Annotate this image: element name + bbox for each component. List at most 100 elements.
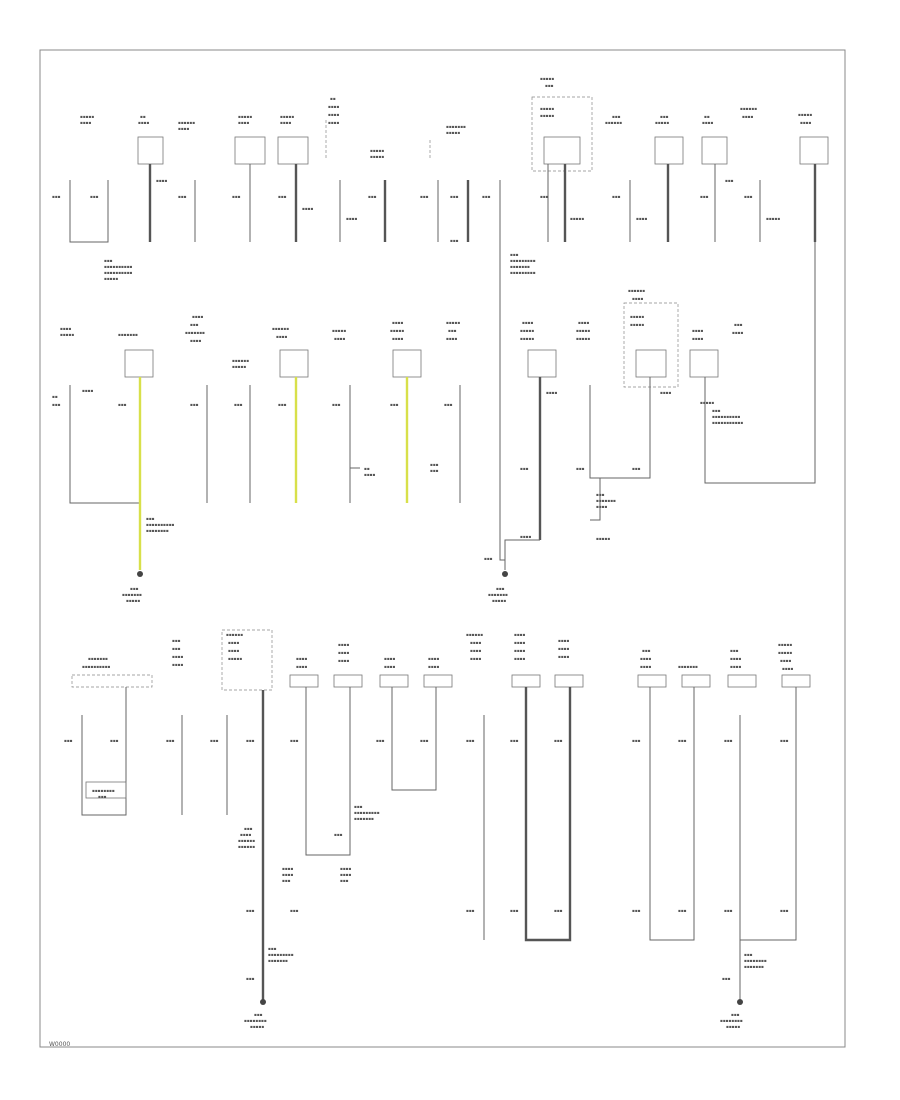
- svg-text:▪▪▪▪▪▪▪: ▪▪▪▪▪▪▪: [678, 664, 698, 669]
- svg-text:▪▪▪: ▪▪▪: [232, 194, 241, 199]
- svg-text:▪▪▪▪▪: ▪▪▪▪▪: [766, 216, 780, 221]
- svg-text:▪▪▪: ▪▪▪: [290, 908, 299, 913]
- component-box: [654, 136, 684, 165]
- svg-text:▪▪▪: ▪▪▪: [554, 738, 563, 743]
- svg-text:▪▪▪▪▪▪▪▪: ▪▪▪▪▪▪▪▪: [720, 1018, 743, 1023]
- svg-text:▪▪▪: ▪▪▪: [190, 322, 199, 327]
- svg-text:▪▪▪: ▪▪▪: [642, 648, 651, 653]
- svg-text:▪▪▪▪▪: ▪▪▪▪▪: [540, 113, 554, 118]
- component-box: [527, 349, 557, 378]
- svg-text:▪▪▪: ▪▪▪: [130, 586, 139, 591]
- svg-text:▪▪▪▪▪▪▪▪: ▪▪▪▪▪▪▪▪: [92, 788, 115, 793]
- svg-text:▪▪▪: ▪▪▪: [104, 258, 113, 263]
- ground-symbol: [502, 571, 508, 577]
- svg-text:▪▪▪: ▪▪▪: [540, 194, 549, 199]
- svg-text:▪▪▪▪▪: ▪▪▪▪▪: [630, 322, 644, 327]
- svg-text:▪▪▪▪▪▪▪▪▪: ▪▪▪▪▪▪▪▪▪: [354, 810, 380, 815]
- svg-text:▪▪▪: ▪▪▪: [632, 908, 641, 913]
- svg-text:▪▪▪: ▪▪▪: [354, 804, 363, 809]
- svg-text:▪▪▪: ▪▪▪: [545, 83, 554, 88]
- svg-text:▪▪▪▪: ▪▪▪▪: [338, 650, 350, 655]
- svg-text:▪▪▪▪▪▪: ▪▪▪▪▪▪: [232, 358, 249, 363]
- svg-text:▪▪▪▪▪▪▪▪: ▪▪▪▪▪▪▪▪: [146, 528, 169, 533]
- component-box: [511, 674, 541, 688]
- svg-text:▪▪▪▪▪▪▪▪▪▪▪: ▪▪▪▪▪▪▪▪▪▪▪: [712, 420, 743, 425]
- svg-text:▪▪▪: ▪▪▪: [278, 194, 287, 199]
- svg-text:▪▪▪: ▪▪▪: [172, 638, 181, 643]
- svg-text:▪▪▪: ▪▪▪: [146, 516, 155, 521]
- component-box: [333, 674, 363, 688]
- svg-text:▪▪▪: ▪▪▪: [482, 194, 491, 199]
- component-box: [689, 349, 719, 378]
- svg-text:▪▪▪▪: ▪▪▪▪: [280, 120, 292, 125]
- svg-text:▪▪▪: ▪▪▪: [244, 826, 253, 831]
- svg-text:▪▪▪▪▪▪▪▪▪▪: ▪▪▪▪▪▪▪▪▪▪: [104, 264, 133, 269]
- svg-text:▪▪▪▪: ▪▪▪▪: [82, 388, 94, 393]
- svg-text:▪▪▪▪: ▪▪▪▪: [282, 872, 294, 877]
- svg-text:▪▪▪▪▪: ▪▪▪▪▪: [126, 598, 140, 603]
- component-box: [234, 136, 266, 165]
- svg-text:▪▪▪: ▪▪▪: [466, 738, 475, 743]
- component-box: [85, 781, 127, 799]
- bottom-components: [71, 629, 811, 691]
- middle-components: [124, 302, 719, 388]
- svg-text:▪▪▪: ▪▪▪: [596, 492, 605, 497]
- svg-text:▪▪▪▪: ▪▪▪▪: [228, 648, 240, 653]
- svg-text:▪▪▪▪: ▪▪▪▪: [514, 648, 526, 653]
- svg-text:▪▪▪: ▪▪▪: [725, 178, 734, 183]
- svg-text:▪▪▪: ▪▪▪: [678, 738, 687, 743]
- svg-text:▪▪▪: ▪▪▪: [632, 738, 641, 743]
- svg-text:▪▪▪▪: ▪▪▪▪: [346, 216, 358, 221]
- svg-text:▪▪▪▪: ▪▪▪▪: [428, 656, 440, 661]
- svg-text:▪▪▪: ▪▪▪: [98, 794, 107, 799]
- svg-text:▪▪▪: ▪▪▪: [246, 738, 255, 743]
- component-box: [543, 136, 581, 165]
- svg-text:▪▪▪▪: ▪▪▪▪: [446, 336, 458, 341]
- svg-text:▪▪▪▪▪▪: ▪▪▪▪▪▪: [238, 838, 255, 843]
- svg-text:▪▪▪: ▪▪▪: [110, 738, 119, 743]
- svg-text:▪▪▪▪▪▪: ▪▪▪▪▪▪: [272, 326, 289, 331]
- svg-text:▪▪▪▪▪: ▪▪▪▪▪: [520, 336, 534, 341]
- svg-text:▪▪▪: ▪▪▪: [724, 738, 733, 743]
- svg-text:▪▪▪▪: ▪▪▪▪: [558, 654, 570, 659]
- middle-labels: ▪▪▪▪▪▪▪▪▪ ▪▪▪▪▪▪▪ ▪▪▪▪▪▪▪ ▪▪▪▪▪▪▪▪▪▪▪ ▪▪…: [60, 288, 744, 369]
- svg-text:▪▪▪▪: ▪▪▪▪: [138, 120, 150, 125]
- svg-text:▪▪▪: ▪▪▪: [700, 194, 709, 199]
- bottom-section: ▪▪▪▪▪▪▪▪▪▪▪▪▪▪▪▪▪ ▪▪▪▪▪▪ ▪▪▪▪▪▪▪▪ ▪▪▪▪▪▪…: [64, 629, 811, 1029]
- svg-text:▪▪▪▪▪: ▪▪▪▪▪: [232, 364, 246, 369]
- svg-text:▪▪▪: ▪▪▪: [510, 738, 519, 743]
- svg-text:▪▪▪▪: ▪▪▪▪: [702, 120, 714, 125]
- svg-text:▪▪▪▪: ▪▪▪▪: [514, 656, 526, 661]
- middle-wires: ▪▪▪▪▪▪ ▪▪▪▪▪▪ ▪▪▪▪▪▪ ▪▪▪▪▪▪ ▪▪▪▪▪▪ ▪▪▪▪▪…: [52, 242, 816, 570]
- component-box: [799, 136, 829, 165]
- svg-text:▪▪▪▪▪▪▪: ▪▪▪▪▪▪▪: [88, 656, 108, 661]
- svg-text:▪▪▪▪▪: ▪▪▪▪▪: [250, 1024, 264, 1029]
- svg-text:▪▪▪▪: ▪▪▪▪: [730, 656, 742, 661]
- svg-text:▪▪▪▪: ▪▪▪▪: [60, 326, 72, 331]
- svg-text:▪▪▪▪: ▪▪▪▪: [514, 640, 526, 645]
- svg-text:▪▪▪▪▪▪▪: ▪▪▪▪▪▪▪: [118, 332, 138, 337]
- svg-text:▪▪▪: ▪▪▪: [90, 194, 99, 199]
- component-box: [701, 136, 728, 165]
- svg-text:▪▪▪: ▪▪▪: [612, 194, 621, 199]
- svg-text:▪▪▪▪▪: ▪▪▪▪▪: [655, 120, 669, 125]
- svg-text:▪▪▪▪▪▪▪: ▪▪▪▪▪▪▪: [185, 330, 205, 335]
- svg-text:▪▪▪▪▪: ▪▪▪▪▪: [630, 314, 644, 319]
- svg-text:▪▪▪▪: ▪▪▪▪: [302, 206, 314, 211]
- top-section: ▪▪▪▪▪▪▪▪▪ ▪▪▪▪▪▪ ▪▪▪▪▪▪▪▪▪▪ ▪▪▪▪▪▪▪▪▪ ▪▪…: [52, 76, 829, 281]
- svg-text:▪▪▪▪: ▪▪▪▪: [384, 656, 396, 661]
- svg-text:▪▪▪▪: ▪▪▪▪: [558, 646, 570, 651]
- component-box: [279, 349, 309, 378]
- svg-text:▪▪▪▪: ▪▪▪▪: [428, 664, 440, 669]
- svg-text:▪▪▪: ▪▪▪: [724, 908, 733, 913]
- svg-text:▪▪▪: ▪▪▪: [744, 194, 753, 199]
- svg-text:▪▪▪▪: ▪▪▪▪: [340, 866, 352, 871]
- svg-text:▪▪▪▪▪▪: ▪▪▪▪▪▪: [238, 844, 255, 849]
- component-box: [554, 674, 584, 688]
- svg-text:▪▪▪: ▪▪▪: [390, 402, 399, 407]
- svg-text:▪▪▪▪▪: ▪▪▪▪▪: [700, 400, 714, 405]
- svg-text:▪▪▪: ▪▪▪: [444, 402, 453, 407]
- svg-text:▪▪: ▪▪: [330, 96, 336, 101]
- component-box: [637, 674, 667, 688]
